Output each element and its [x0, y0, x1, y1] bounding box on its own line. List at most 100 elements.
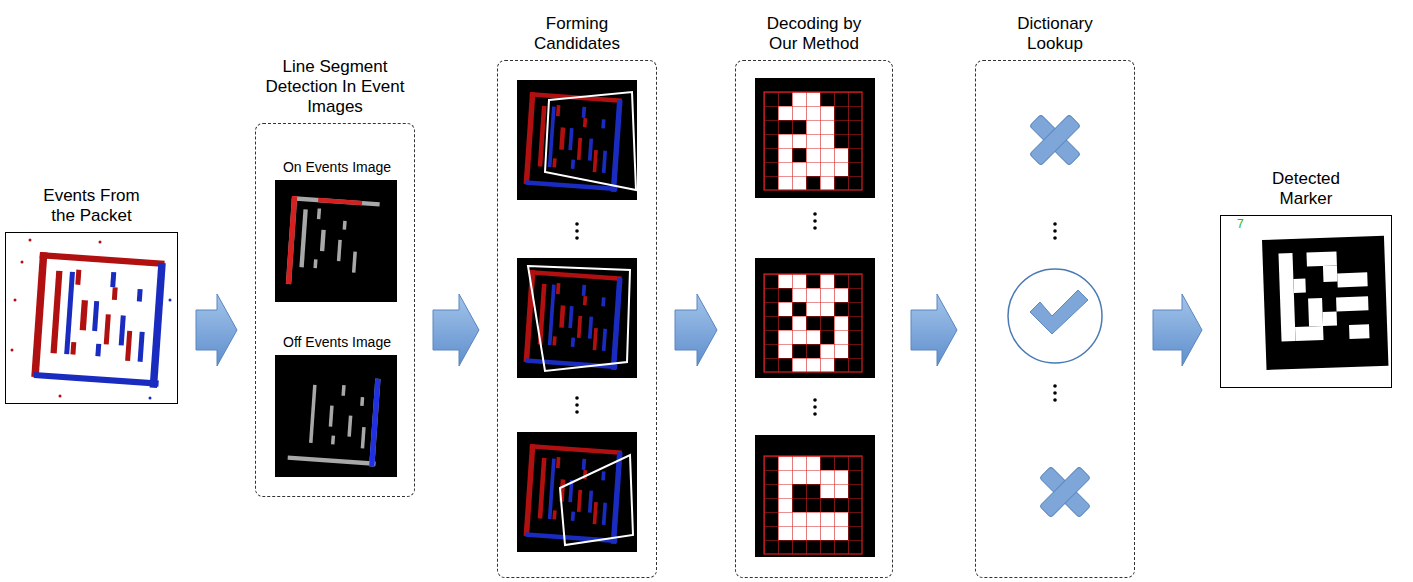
decoded-grid — [764, 274, 862, 372]
on-events-image — [286, 196, 380, 290]
reject-cross — [1040, 467, 1091, 518]
ellipsis-dots — [575, 236, 579, 240]
event-packet-image — [29, 239, 32, 242]
detected-marker-image — [1220, 215, 1392, 388]
candidate-image — [517, 432, 637, 552]
detected-marker-image — [1323, 265, 1338, 281]
stage-heading: On Events Image — [269, 159, 405, 176]
ellipsis-dots — [1053, 391, 1057, 395]
stage-heading: Dictionary Lookup — [999, 14, 1111, 54]
event-packet-image — [5, 232, 178, 404]
accept-check — [1008, 269, 1102, 363]
ellipsis-dots — [1053, 222, 1057, 226]
on-events-image — [318, 198, 362, 205]
stage-group: Dictionary Lookup — [975, 60, 1135, 578]
detected-marker-image — [1278, 253, 1295, 341]
ellipsis-dots — [575, 403, 579, 407]
decoded-grid — [755, 435, 875, 557]
event-packet-image — [21, 261, 24, 264]
image-panel: Events From the Packet — [5, 232, 178, 404]
off-events-image — [275, 355, 397, 477]
stage-heading: Off Events Image — [269, 334, 405, 351]
reject-cross — [1030, 115, 1081, 166]
decoded-grid — [764, 92, 862, 190]
event-packet-image — [31, 252, 167, 388]
ellipsis-dots — [575, 229, 579, 233]
reject-cross — [1040, 467, 1091, 518]
accept-check — [1030, 290, 1088, 334]
ellipsis-dots — [575, 396, 579, 400]
reject-cross — [1030, 115, 1081, 166]
image-panel: Detected Marker — [1220, 215, 1392, 388]
off-events-image — [287, 373, 381, 467]
candidate-image — [528, 266, 630, 371]
on-events-image — [286, 196, 297, 284]
flow-arrow — [911, 294, 957, 366]
event-packet-image — [5, 232, 178, 404]
candidate-image — [517, 258, 637, 378]
ellipsis-dots — [1053, 384, 1057, 388]
ellipsis-dots — [813, 412, 817, 416]
marker-id: 7 — [1237, 218, 1244, 230]
ellipsis-dots — [575, 212, 1057, 416]
detected-marker-image — [1278, 250, 1369, 341]
decoded-grid — [755, 78, 875, 198]
detected-marker-image — [1337, 272, 1367, 287]
image-panel: On Events Image — [276, 181, 398, 303]
ellipsis-dots — [1053, 236, 1057, 240]
candidate-image — [545, 92, 636, 190]
flow-arrow — [196, 294, 237, 366]
decoded-grid — [755, 258, 875, 378]
event-packet-image — [14, 299, 17, 302]
accept-check — [1008, 269, 1102, 363]
decoded-grid — [764, 456, 862, 554]
ellipsis-dots — [1053, 398, 1057, 402]
ellipsis-dots — [813, 212, 817, 216]
stage-heading: Events From the Packet — [36, 186, 148, 226]
candidate-image — [517, 432, 637, 552]
event-packet-image — [169, 299, 172, 302]
detected-marker-image — [1308, 298, 1323, 326]
candidate-image — [523, 270, 623, 370]
ellipsis-dots — [813, 226, 817, 230]
ellipsis-dots — [813, 405, 817, 409]
stage-heading: Line Segment Detection In Event Images — [265, 57, 405, 117]
ellipsis-dots — [575, 222, 579, 226]
candidate-image — [517, 80, 637, 200]
detected-marker-image — [1220, 215, 1392, 388]
candidate-image — [517, 258, 637, 378]
decoded-grid — [755, 78, 875, 198]
detected-marker-image — [1306, 251, 1336, 266]
detected-marker-image — [1336, 296, 1368, 311]
image-panel: Off Events Image — [276, 356, 398, 478]
ellipsis-dots — [813, 398, 817, 402]
stage-group: Forming Candidates — [497, 60, 657, 578]
stage-heading: Decoding by Our Method — [758, 14, 870, 54]
ellipsis-dots — [575, 410, 579, 414]
off-events-image — [287, 373, 381, 467]
stage-heading: Detected Marker — [1254, 169, 1358, 209]
detected-marker-image — [1262, 236, 1388, 370]
event-packet-image — [11, 349, 14, 352]
decoded-grid — [755, 435, 875, 557]
off-events-image — [369, 379, 380, 467]
reject-cross — [1030, 115, 1081, 166]
stage-group: Line Segment Detection In Event ImagesOn… — [255, 123, 415, 497]
off-events-image — [275, 355, 397, 477]
event-packet-image — [149, 397, 152, 400]
detected-marker-image — [1323, 311, 1337, 325]
candidate-image — [523, 444, 623, 544]
candidate-image — [560, 455, 633, 545]
on-events-image — [275, 180, 397, 302]
decoded-grid — [755, 258, 875, 378]
event-packet-image — [59, 395, 62, 398]
reject-cross — [1040, 467, 1091, 518]
stage-group: Decoding by Our Method — [735, 60, 893, 578]
ellipsis-dots — [1053, 229, 1057, 233]
flow-arrow — [675, 294, 717, 366]
flow-arrow — [1153, 294, 1202, 366]
detected-marker-image — [1293, 279, 1305, 293]
